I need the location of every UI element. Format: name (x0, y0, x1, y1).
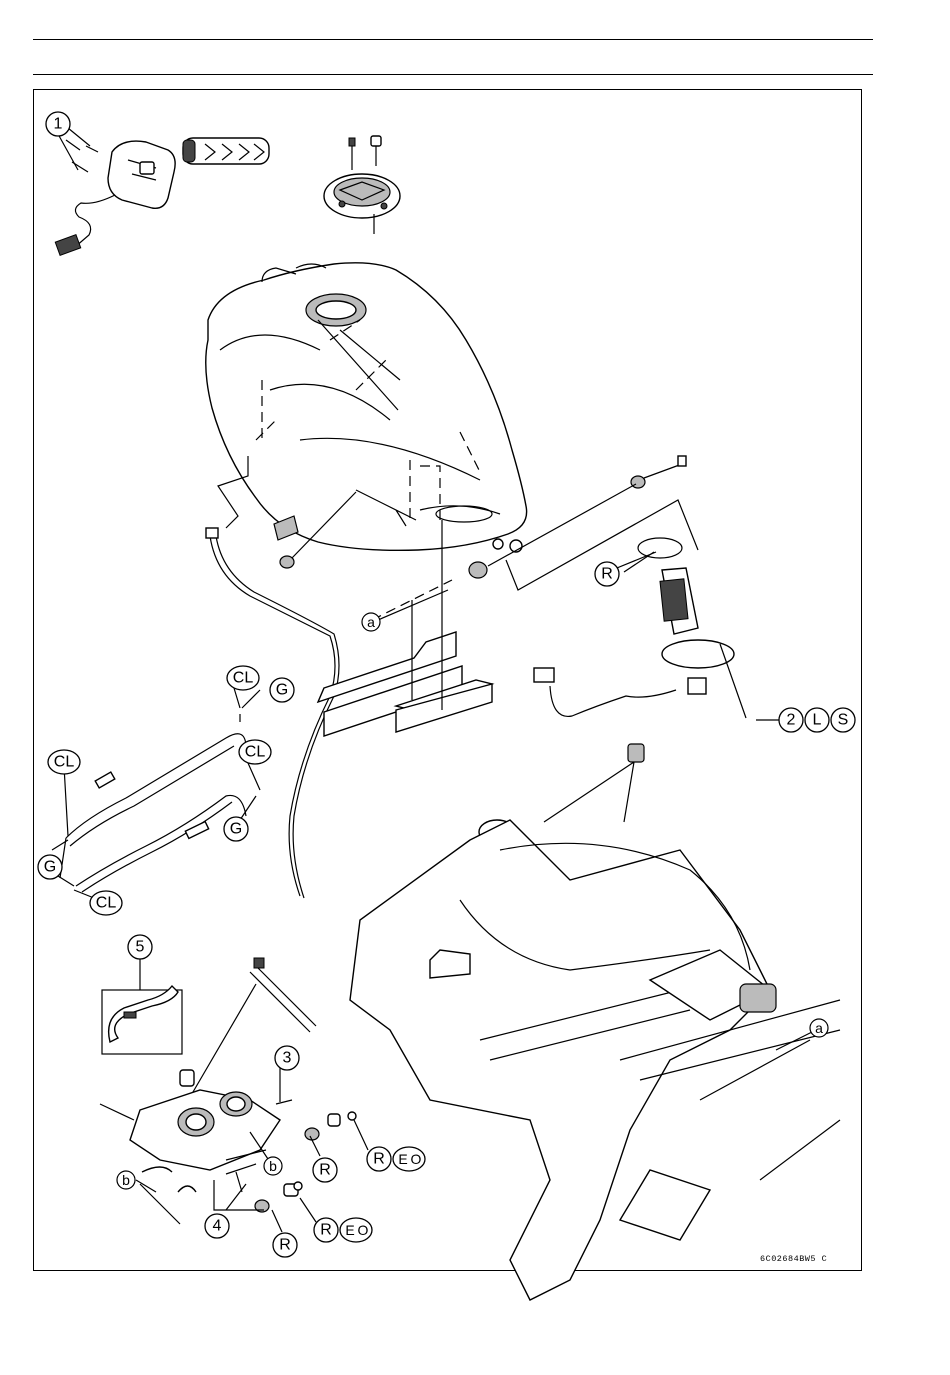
callout-cl-4: CL (90, 891, 122, 915)
callout-r-1: R (313, 1158, 337, 1182)
callout-g-2-label: G (230, 821, 242, 838)
callout-cl-1-label: CL (233, 670, 254, 687)
callout-o-2-label: O (358, 1222, 369, 1238)
fuel-pump (506, 500, 746, 718)
callout-r-3-label: R (320, 1222, 332, 1239)
callout-e-1-label: E (398, 1151, 407, 1167)
callout-o-1-label: O (411, 1151, 422, 1167)
callout-1: 1 (46, 112, 70, 136)
callout-a-top: a (362, 613, 380, 631)
fuel-tank (206, 263, 527, 552)
callout-cl-2-label: CL (54, 754, 75, 771)
right-switch-housing (55, 140, 175, 255)
callout-3: 3 (275, 1046, 299, 1070)
callout-2-label: 2 (787, 712, 796, 729)
callout-cl-2: CL (48, 750, 80, 774)
throttle-body (100, 958, 356, 1224)
callout-b-left-label: b (122, 1172, 130, 1188)
callout-5: 5 (128, 935, 152, 959)
figure-code: 6C02684BW5 C (760, 1254, 827, 1264)
throttle-grip (183, 138, 269, 164)
callout-3-label: 3 (283, 1050, 292, 1067)
callout-b-throttle: b (264, 1157, 282, 1175)
callout-g-3: G (38, 855, 62, 879)
callout-a-top-label: a (367, 614, 375, 630)
callout-g-3-label: G (44, 859, 56, 876)
callout-s-label: S (838, 712, 849, 729)
callout-4-label: 4 (213, 1218, 222, 1235)
callout-r-pump: R (595, 562, 619, 586)
throttle-cables (60, 714, 246, 892)
callout-a-frame-label: a (815, 1020, 823, 1036)
callout-b-left: b (117, 1171, 135, 1189)
callout-a-frame: a (810, 1019, 828, 1037)
callout-e-2-label: E (345, 1222, 354, 1238)
callout-r-4-label: R (279, 1237, 291, 1254)
callout-g-1-label: G (276, 682, 288, 699)
callout-r-pump-label: R (601, 566, 613, 583)
callout-r-1-label: R (319, 1162, 331, 1179)
callout-1-label: 1 (54, 116, 63, 133)
callout-r-e-o-1: R E O (367, 1147, 425, 1171)
callout-cl-3-label: CL (245, 744, 266, 761)
callout-r-2-label: R (373, 1151, 385, 1168)
callout-g-1: G (270, 678, 294, 702)
fuel-hose (206, 528, 339, 898)
callout-cl-3: CL (239, 740, 271, 764)
callout-b-throttle-label: b (269, 1158, 277, 1174)
callout-4: 4 (205, 1214, 229, 1238)
callout-g-2: G (224, 817, 248, 841)
motorcycle-frame (350, 744, 840, 1300)
callout-r-e-o-2: R E O (314, 1218, 372, 1242)
fuel-cap (324, 136, 400, 234)
callout-l-label: L (813, 712, 822, 729)
callout-r-4: R (273, 1233, 297, 1257)
callout-cl-1: CL (227, 666, 259, 690)
part-5-inset (102, 957, 182, 1054)
callout-2-l-s: 2 L S (779, 708, 855, 732)
callout-5-label: 5 (136, 939, 145, 956)
callout-cl-4-label: CL (96, 895, 117, 912)
